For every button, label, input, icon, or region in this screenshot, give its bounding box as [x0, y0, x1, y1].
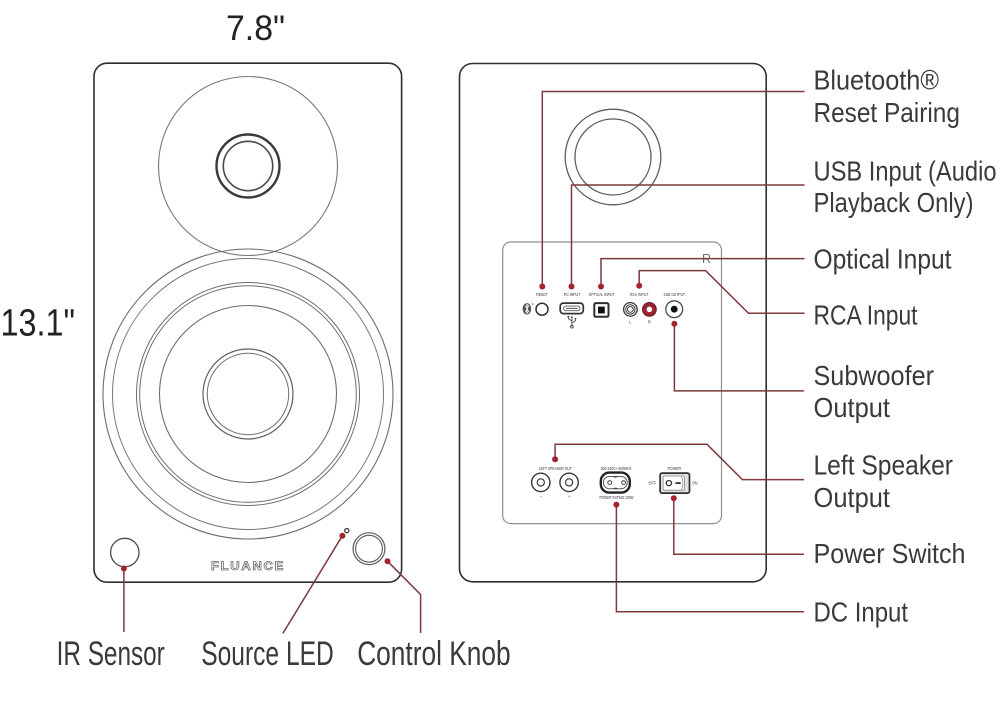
- svg-text:Playback Only): Playback Only): [814, 187, 974, 218]
- svg-text:POWER RATING:100W: POWER RATING:100W: [600, 495, 635, 500]
- svg-text:Reset Pairing: Reset Pairing: [814, 97, 960, 128]
- svg-text:LEFT SPEAKER OUT: LEFT SPEAKER OUT: [539, 466, 572, 471]
- svg-text:7.8": 7.8": [226, 9, 285, 48]
- svg-text:+: +: [568, 494, 571, 499]
- svg-text:Bluetooth®: Bluetooth®: [814, 64, 940, 95]
- svg-text:Optical Input: Optical Input: [814, 243, 952, 274]
- svg-text:Power Switch: Power Switch: [814, 538, 966, 569]
- svg-text:RCA Input: RCA Input: [814, 299, 918, 330]
- svg-text:USB Input (Audio: USB Input (Audio: [814, 155, 997, 186]
- svg-text:FLUANCE: FLUANCE: [211, 561, 285, 573]
- svg-text:ON: ON: [692, 480, 698, 485]
- svg-text:Output: Output: [814, 482, 891, 513]
- svg-text:POWER: POWER: [668, 466, 682, 471]
- svg-text:IR Sensor: IR Sensor: [57, 635, 165, 673]
- svg-text:®: ®: [531, 302, 534, 307]
- svg-text:SUB OUTPUT: SUB OUTPUT: [664, 292, 686, 297]
- svg-text:100-240V~ 50/60Hz: 100-240V~ 50/60Hz: [601, 466, 632, 471]
- svg-text:OFF: OFF: [649, 480, 657, 485]
- svg-text:−: −: [540, 494, 543, 499]
- svg-text:OPTICAL INPUT: OPTICAL INPUT: [589, 292, 615, 297]
- svg-text:Left Speaker: Left Speaker: [814, 449, 954, 480]
- svg-text:DC Input: DC Input: [814, 597, 909, 628]
- svg-text:Subwoofer: Subwoofer: [814, 360, 935, 391]
- svg-text:L: L: [629, 320, 632, 325]
- svg-text:13.1": 13.1": [1, 303, 76, 345]
- svg-text:R: R: [648, 320, 651, 325]
- svg-text:Control Knob: Control Knob: [357, 635, 510, 673]
- svg-text:RESET: RESET: [536, 292, 548, 297]
- svg-text:Source LED: Source LED: [201, 635, 334, 673]
- svg-text:RCA INPUT: RCA INPUT: [630, 292, 649, 297]
- svg-text:PC INPUT: PC INPUT: [564, 292, 581, 297]
- svg-text:Output: Output: [814, 392, 891, 423]
